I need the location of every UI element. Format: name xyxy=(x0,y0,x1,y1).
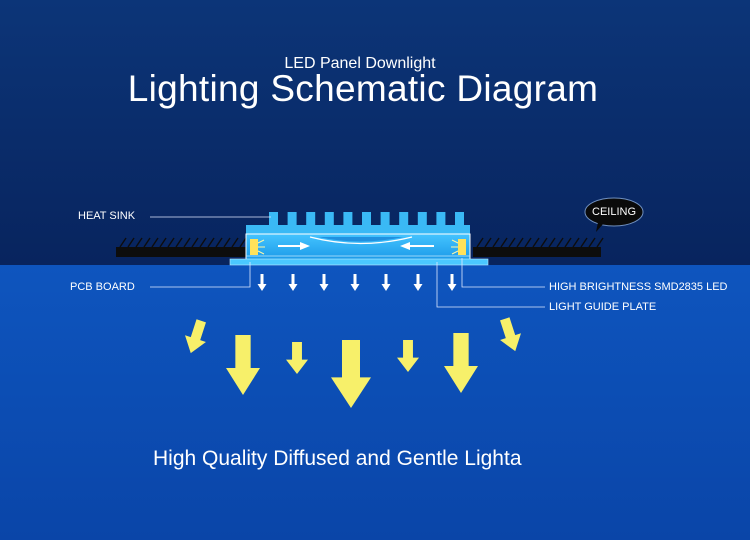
heat-sink-fin xyxy=(287,212,297,226)
small-down-arrow xyxy=(447,274,457,291)
diffused-light-arrow xyxy=(185,319,206,354)
page-title: Lighting Schematic Diagram xyxy=(127,68,599,109)
label-pcb-board: PCB BOARD xyxy=(70,281,135,293)
led-left xyxy=(250,239,265,255)
small-down-arrow xyxy=(288,274,298,291)
heat-sink-fin xyxy=(399,212,409,226)
diffused-light-arrow xyxy=(331,340,371,408)
led-right xyxy=(451,239,466,255)
heat-sink-fin xyxy=(306,212,316,226)
heat-sink-fin xyxy=(455,212,464,226)
diffused-light-arrow xyxy=(396,340,419,372)
label-ceiling: CEILING xyxy=(592,206,637,218)
tagline: High Quality Diffused and Gentle Lighta xyxy=(153,447,522,470)
leader-led xyxy=(461,258,545,288)
panel-body xyxy=(229,233,489,266)
ceiling-bubble xyxy=(584,197,644,232)
small-down-arrow xyxy=(350,274,360,291)
small-down-arrows xyxy=(257,274,457,291)
heat-sink-fin xyxy=(362,212,371,226)
diffused-light-arrow xyxy=(500,317,521,352)
diffused-light-arrow xyxy=(444,333,478,393)
small-down-arrow xyxy=(257,274,267,291)
heat-sink-fin xyxy=(417,212,427,226)
heat-sink-fin xyxy=(324,212,334,226)
label-light-guide-plate: LIGHT GUIDE PLATE xyxy=(549,301,657,313)
small-down-arrow xyxy=(319,274,329,291)
heat-sink-fin xyxy=(343,212,353,226)
leader-pcb-board xyxy=(150,262,251,288)
heat-sink xyxy=(246,212,470,235)
heat-sink-fin xyxy=(269,212,278,226)
heat-sink-fin xyxy=(380,212,390,226)
lower-background xyxy=(0,265,750,540)
diffused-light-arrow xyxy=(226,335,260,395)
subtitle: LED Panel Downlight xyxy=(284,55,436,72)
label-heat-sink: HEAT SINK xyxy=(78,210,136,222)
ceiling-right xyxy=(473,237,604,257)
heat-sink-fin xyxy=(436,212,446,226)
diffused-light-arrow xyxy=(285,342,308,374)
internal-arrow-left xyxy=(400,242,434,250)
small-down-arrow xyxy=(381,274,391,291)
diffused-light-arrows xyxy=(185,317,521,408)
ceiling-left xyxy=(116,237,247,257)
leader-light-guide xyxy=(436,262,545,308)
internal-arrow-right xyxy=(278,242,310,250)
label-led: HIGH BRIGHTNESS SMD2835 LED xyxy=(549,281,728,293)
small-down-arrow xyxy=(413,274,423,291)
